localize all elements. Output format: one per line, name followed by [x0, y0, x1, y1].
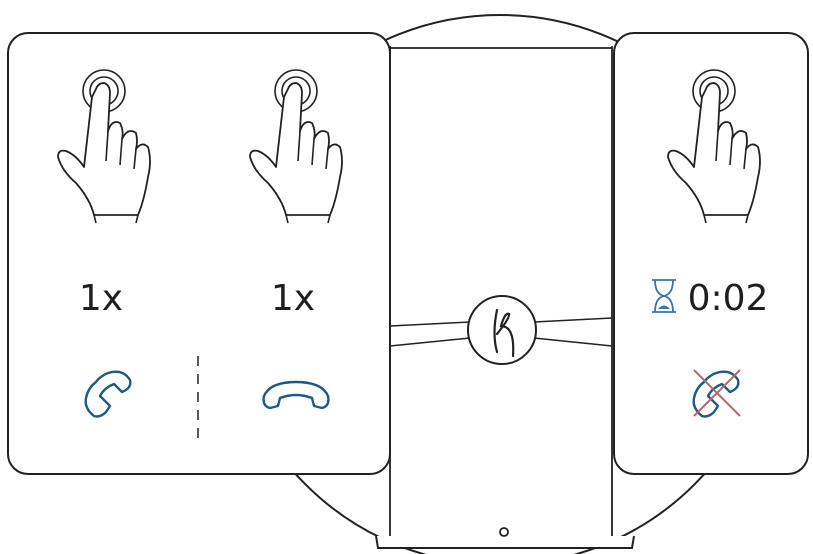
- device-base: [375, 535, 635, 549]
- hourglass-icon: [652, 279, 676, 313]
- answer-tap-count: 1x: [79, 278, 123, 319]
- hangup-tap-count: 1x: [271, 278, 315, 319]
- logo-button[interactable]: [467, 295, 537, 365]
- phone-reject-icon: [692, 369, 741, 418]
- right-panel: 0:02: [613, 32, 809, 475]
- device-indicator-light: [499, 527, 509, 537]
- logo-button-lines: [389, 317, 613, 347]
- logo-k-icon: [493, 308, 515, 358]
- phone-hangup-icon: [262, 380, 330, 410]
- phone-answer-icon: [84, 370, 132, 418]
- hold-duration: 0:02: [688, 278, 769, 319]
- left-panel: 1x 1x: [7, 32, 391, 475]
